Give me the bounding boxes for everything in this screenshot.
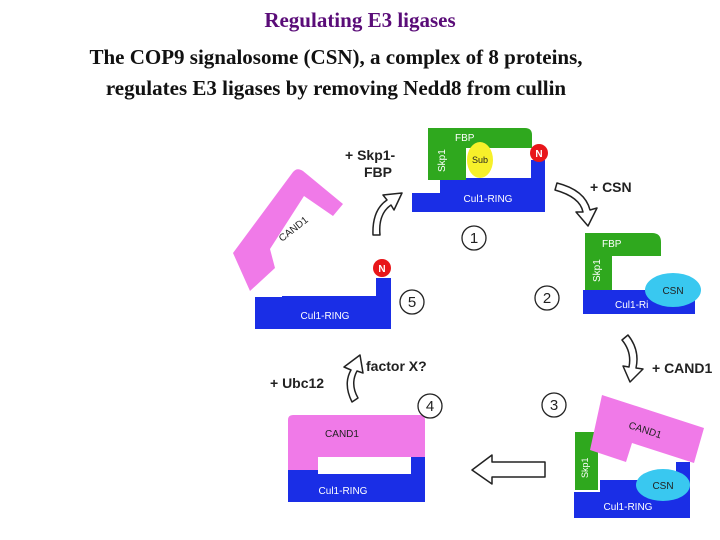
csn-label: CSN [662, 286, 683, 297]
cand1-block-4 [288, 415, 425, 470]
arrow-3-to-4 [471, 454, 546, 485]
skp1-fbp-block-2 [585, 233, 661, 290]
step-3-label: 3 [550, 397, 558, 414]
slide-title: Regulating E3 ligases [264, 8, 456, 32]
step-5-label: 5 [408, 294, 416, 311]
skp1-fbp-block [428, 128, 532, 180]
skp1-label-2: Skp1 [592, 259, 603, 282]
stage-2-complex: Cul1-Ri FBP Skp1 CSN [583, 233, 701, 314]
fbp-label-2: FBP [602, 239, 622, 250]
arrow-4-to-5 [343, 354, 364, 403]
skp1-fbp-block-3 [575, 432, 612, 490]
annotation-add-ubc12: + Ubc12 [270, 375, 324, 391]
csn-label-3: CSN [652, 481, 673, 492]
cand1-label-4: CAND1 [325, 429, 359, 440]
cul1-ring-block-5 [255, 278, 391, 329]
substrate-label: Sub [472, 155, 488, 165]
cul1-ring-label-5: Cul1-RING [301, 311, 350, 322]
step-3-circle [541, 392, 567, 418]
skp1-label-3: Skp1 [580, 457, 590, 478]
nedd8-label: N [535, 149, 542, 160]
stage-5-complex: CAND1 Cul1-RING N [233, 169, 391, 329]
csn-ellipse-3 [636, 469, 690, 501]
stage-4-complex: CAND1 Cul1-RING [288, 415, 425, 502]
stage-3-complex: Cul1-RING Skp1 CAND1 CSN [574, 395, 704, 518]
step-4-circle [417, 393, 443, 419]
csn-ellipse [645, 273, 701, 307]
slide-subtitle-line1: The COP9 signalosome (CSN), a complex of… [89, 45, 583, 69]
nedd8-circle-5 [373, 259, 391, 277]
slide-subtitle-line2: regulates E3 ligases by removing Nedd8 f… [105, 76, 567, 100]
cul1-ring-label: Cul1-RING [464, 194, 513, 205]
annotation-add-csn: + CSN [590, 179, 632, 195]
step-2-label: 2 [543, 290, 551, 307]
substrate-circle [467, 142, 493, 178]
cand1-block-3 [590, 395, 704, 463]
cul1-ring-label-3: Cul1-RING [604, 502, 653, 513]
annotation-add-skp1: + Skp1- [345, 147, 396, 163]
cycle-arrows [343, 182, 644, 485]
arrow-2-to-3 [621, 334, 644, 383]
cand1-free-block [233, 169, 343, 291]
step-2-circle [534, 285, 560, 311]
cul1-ring-block [412, 160, 545, 212]
arrow-1-to-2 [554, 182, 598, 227]
arrow-5-to-1 [372, 192, 403, 236]
step-5-circle [399, 289, 425, 315]
cul1-ring-label-2: Cul1-Ri [615, 300, 648, 311]
annotation-add-cand1: + CAND1 [652, 360, 713, 376]
step-markers [399, 225, 567, 419]
cul1-ring-block-3 [574, 462, 690, 518]
step-1-circle [461, 225, 487, 251]
step-4-label: 4 [426, 398, 434, 415]
cul1-ring-label-4: Cul1-RING [319, 486, 368, 497]
nedd8-label-5: N [378, 264, 385, 275]
annotation-factor-x: factor X? [366, 358, 427, 374]
nedd8-circle [530, 144, 548, 162]
step-1-label: 1 [470, 230, 478, 247]
annotation-fbp: FBP [364, 164, 392, 180]
fbp-label: FBP [455, 133, 475, 144]
skp1-label: Skp1 [437, 149, 448, 172]
cul1-ring-block-4 [288, 457, 425, 502]
stage-1-complex: Cul1-RING FBP Skp1 Sub N [412, 128, 548, 212]
